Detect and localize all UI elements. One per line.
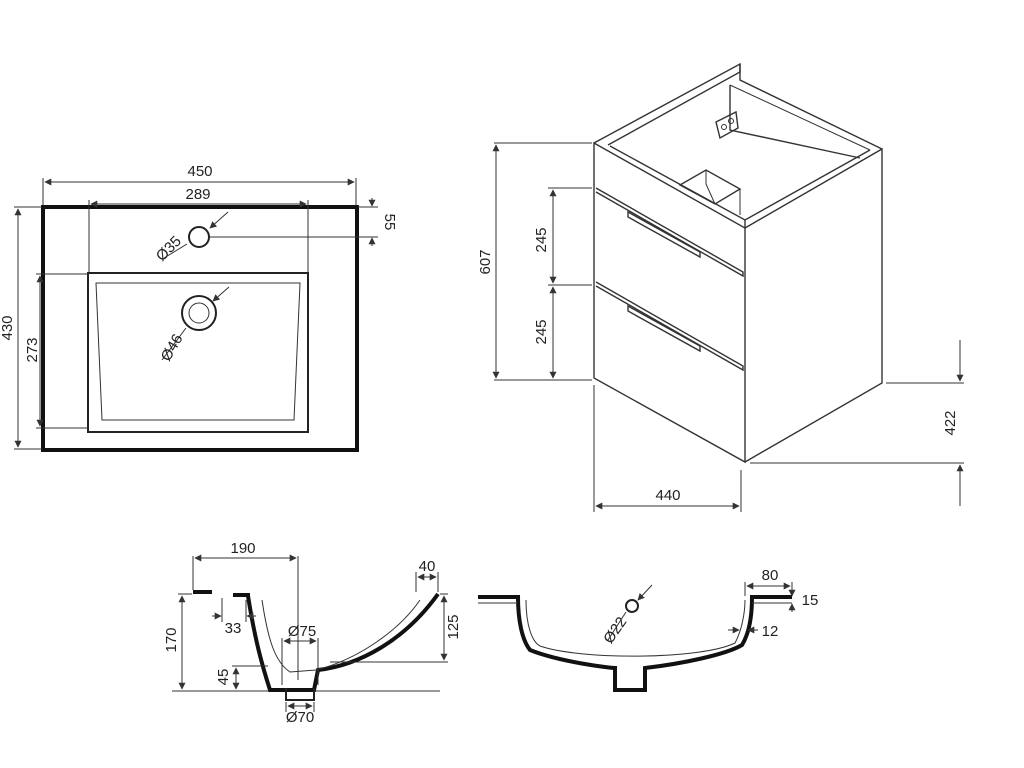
basin-profile (246, 592, 440, 692)
dim-width-overall: 450 (187, 163, 212, 180)
drain-inner (188, 302, 210, 324)
dim-cabinet-depth: 440 (655, 487, 680, 504)
dim-floor: 45 (215, 669, 232, 686)
drain-outer (181, 295, 217, 331)
dim-width-inner: 289 (185, 186, 210, 203)
dim-thickness: 15 (802, 592, 819, 609)
cabinet-front (593, 141, 746, 464)
dim-side-height: 170 (163, 627, 180, 652)
drawer-upper-edge (595, 187, 744, 278)
dim-height-overall: 430 (0, 315, 16, 340)
bowl-inner-outline (95, 282, 301, 421)
label-tap-hole: Ø35 (153, 233, 185, 265)
side-section-view: 190 40 125 170 33 Ø75 45 Ø70 (163, 540, 462, 726)
dim-side-offset: 190 (230, 540, 255, 557)
label-overflow: Ø22 (600, 614, 630, 647)
dim-wall: 33 (225, 620, 242, 637)
overflow-hole (625, 599, 639, 613)
basin-top-view: 450 289 430 273 Ø35 55 Ø46 (0, 163, 398, 452)
drawer-handle-upper (627, 210, 701, 259)
dim-drawer-upper: 245 (533, 227, 550, 252)
bracket (715, 110, 739, 140)
drawer-lower-edge (595, 281, 744, 372)
label-drain: Ø46 (158, 331, 187, 364)
label-pipe: Ø70 (286, 709, 314, 726)
dim-rim: 80 (762, 567, 779, 584)
front-profile (478, 595, 792, 692)
dim-drawer-lower: 245 (533, 319, 550, 344)
dim-front-wall: 12 (762, 623, 779, 640)
dim-lip: 40 (419, 558, 436, 575)
cabinet-view: 607 245 245 440 422 (477, 62, 964, 512)
front-section-view: 80 15 Ø22 12 (478, 567, 819, 692)
dim-tap-offset: 55 (381, 214, 398, 231)
label-outlet: Ø75 (288, 623, 316, 640)
bowl-outline (87, 272, 309, 433)
basin-outline (41, 205, 359, 452)
dim-cabinet-height: 607 (477, 249, 494, 274)
dim-height-inner: 273 (24, 337, 41, 362)
tap-hole (188, 226, 210, 248)
dim-basin-depth: 125 (445, 614, 462, 639)
drawer-handle-lower (627, 304, 701, 353)
dim-leg-height: 422 (942, 410, 959, 435)
cabinet-side (744, 147, 883, 463)
